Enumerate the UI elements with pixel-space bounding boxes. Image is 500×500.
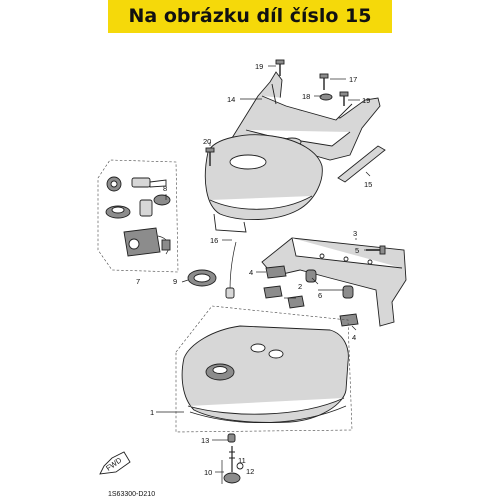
callout-17: 17 <box>349 75 357 84</box>
callout-1: 1 <box>150 408 154 417</box>
callout-3: 3 <box>353 229 357 238</box>
damper-part-2b <box>287 295 305 309</box>
part-number-banner: Na obrázku díl číslo 15 <box>108 0 392 33</box>
callout-8: 8 <box>163 184 167 193</box>
screw-part-20 <box>205 147 215 166</box>
tap-part-11 <box>229 446 235 472</box>
callout-4-upper: 4 <box>249 268 253 277</box>
screw-part-19-right <box>339 91 349 106</box>
grommet-part-6b <box>342 285 354 299</box>
grommet-part-6a <box>305 269 317 283</box>
valve-part-10 <box>223 472 241 484</box>
damper-part-4-upper <box>265 265 287 279</box>
diagram-code: 1S63300-D210 <box>108 491 155 498</box>
washer-part-18 <box>319 93 333 101</box>
damper-part-4-lower <box>339 313 359 327</box>
screw-part-19-left <box>275 59 285 76</box>
storage-body-part-1 <box>175 305 353 433</box>
callout-2: 2 <box>298 282 302 291</box>
washer-part-12 <box>236 462 244 470</box>
damper-part-2a <box>263 285 283 299</box>
callout-15: 15 <box>364 180 372 189</box>
ring-part-9 <box>187 269 217 287</box>
callout-19-right: 19 <box>362 96 370 105</box>
callout-16: 16 <box>210 236 218 245</box>
callout-18: 18 <box>302 92 310 101</box>
fwd-arrow-icon: FWD <box>99 451 131 475</box>
callout-10: 10 <box>204 468 212 477</box>
ignition-switch-set-part-7 <box>97 159 179 273</box>
callout-5: 5 <box>355 246 359 255</box>
callout-labels: 19 17 18 19 14 20 15 8 16 3 5 4 9 7 2 6 … <box>136 62 372 477</box>
callout-9: 9 <box>173 277 177 286</box>
callout-6: 6 <box>318 291 322 300</box>
carrier-bar-part-15 <box>337 145 386 183</box>
callout-12: 12 <box>246 467 254 476</box>
cap-part-8 <box>153 194 171 206</box>
callout-7: 7 <box>136 277 140 286</box>
leader-lines <box>156 65 371 484</box>
hose-part-16 <box>225 241 237 299</box>
callout-19-left: 19 <box>255 62 263 71</box>
bracket-part-3 <box>261 237 407 327</box>
callout-4-lower: 4 <box>352 333 356 342</box>
callout-11: 11 <box>238 456 246 465</box>
callout-20: 20 <box>203 137 211 146</box>
callout-13: 13 <box>201 436 209 445</box>
cap-part-13 <box>227 433 236 443</box>
screw-part-17 <box>319 73 329 90</box>
callout-14: 14 <box>227 95 235 104</box>
seat-tray-part <box>204 134 323 233</box>
